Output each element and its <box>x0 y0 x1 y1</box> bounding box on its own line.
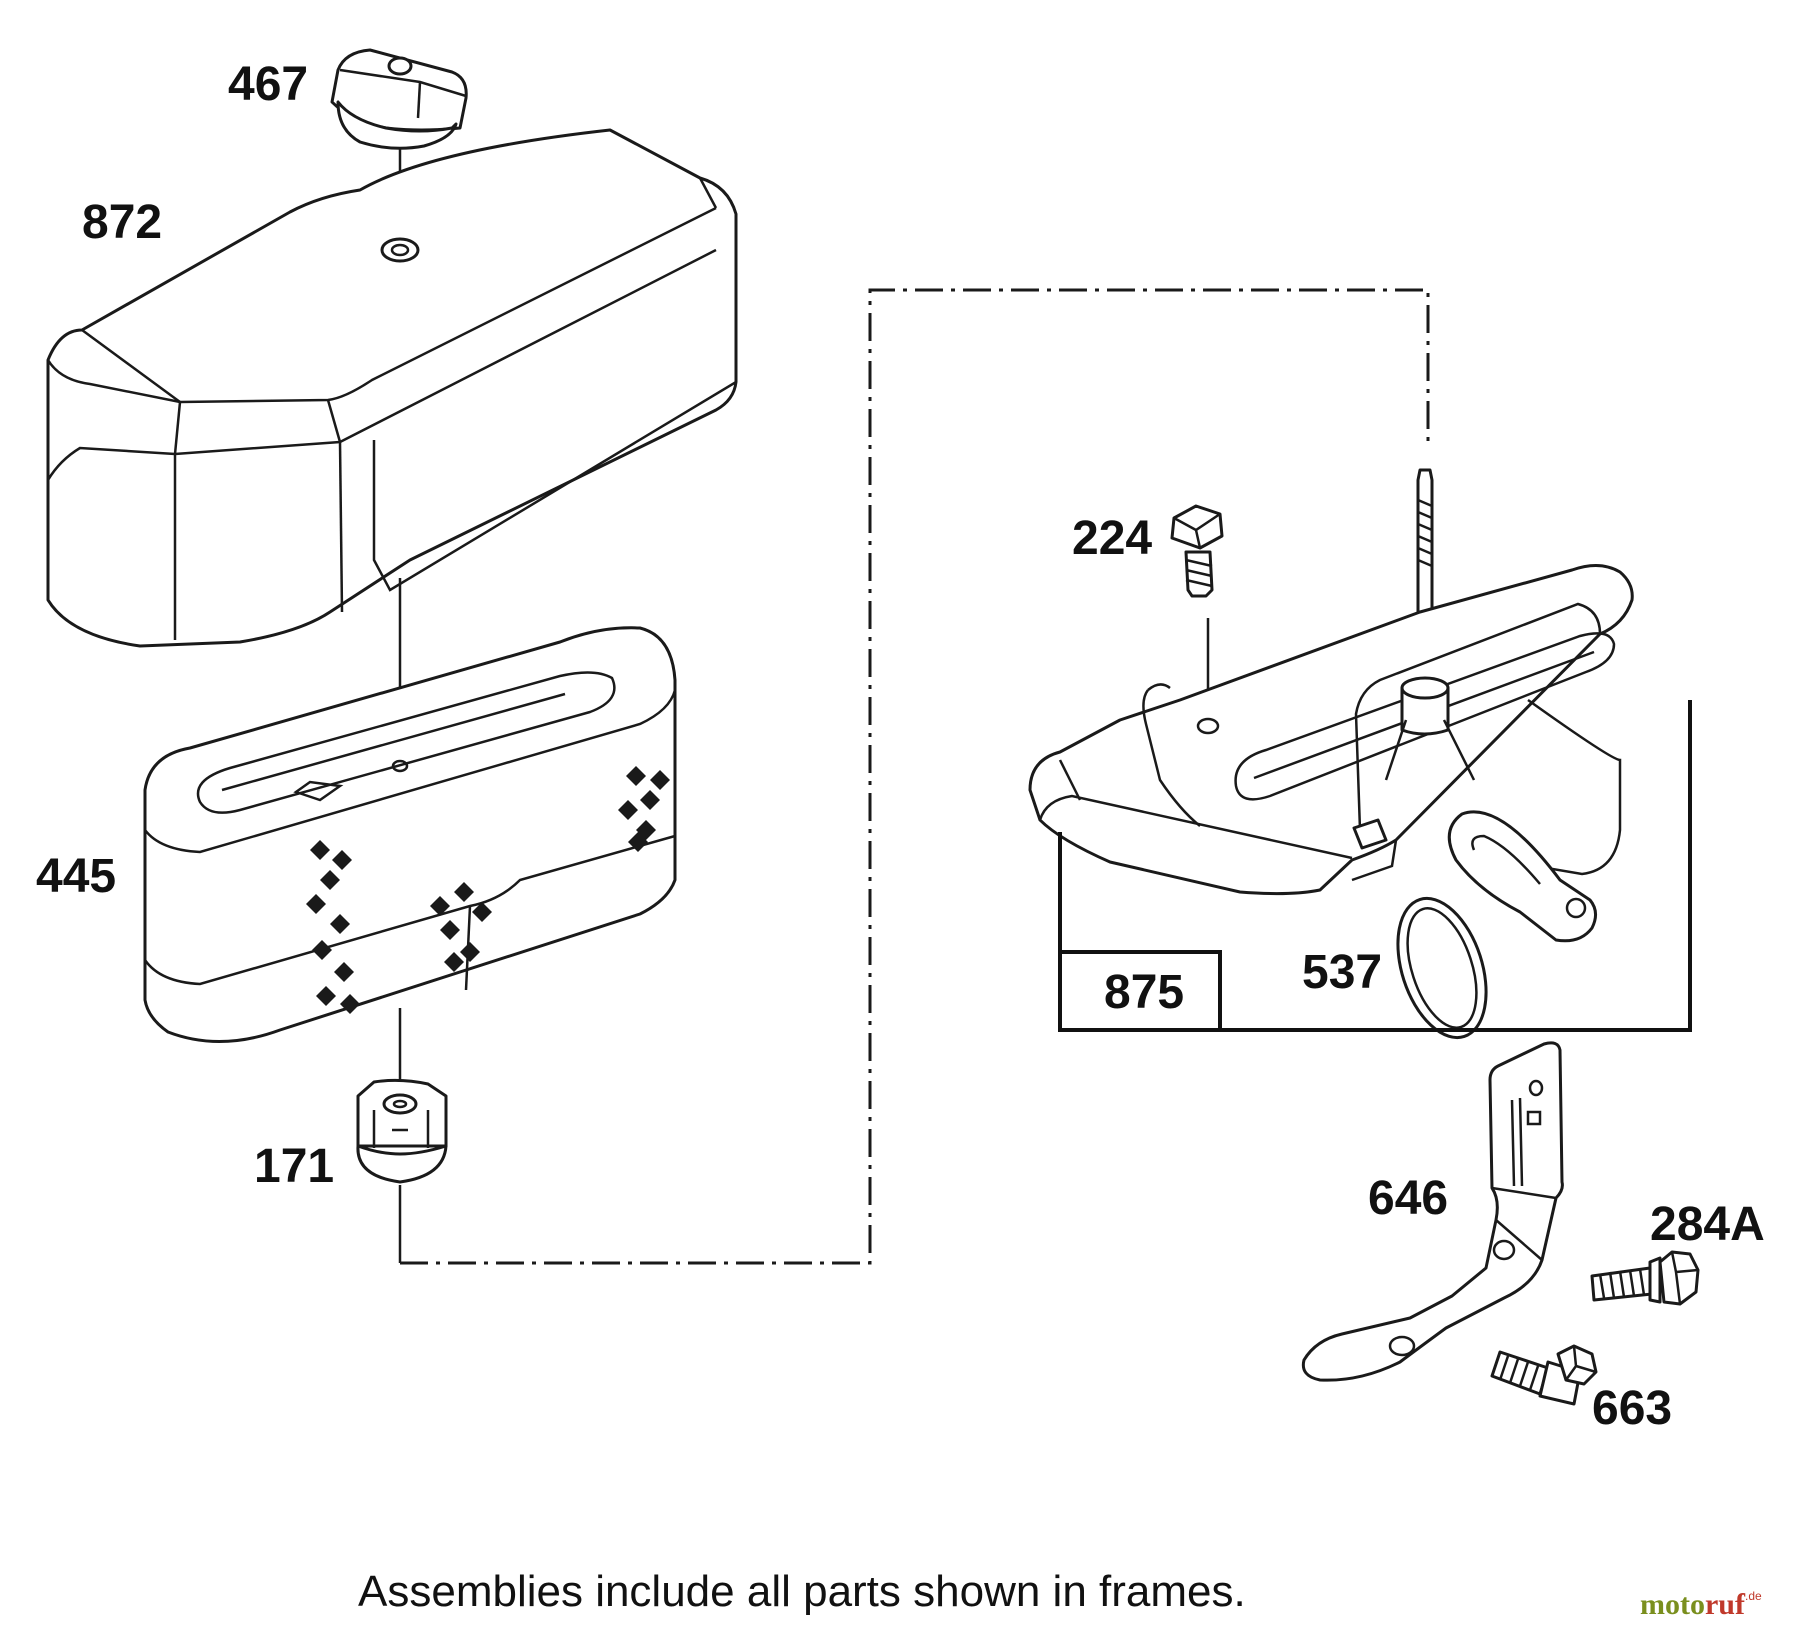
callout-171: 171 <box>254 1140 334 1193</box>
assembly-frame-875 <box>1058 700 1692 1032</box>
watermark-part1: moto <box>1640 1588 1705 1621</box>
callout-445: 445 <box>36 850 116 903</box>
callout-537: 537 <box>1302 946 1382 999</box>
bolt-224-icon <box>1170 504 1224 715</box>
screw-284a-icon <box>1590 1250 1700 1306</box>
filter-445-icon <box>143 626 677 1044</box>
callout-646: 646 <box>1368 1172 1448 1225</box>
grommet-171-icon <box>356 1078 448 1184</box>
dash-dot-connector <box>400 288 1430 1265</box>
callout-875: 875 <box>1104 966 1184 1019</box>
callout-467: 467 <box>228 58 308 111</box>
filter-mesh-pattern <box>306 766 670 1014</box>
footer-caption: Assemblies include all parts shown in fr… <box>358 1567 1246 1616</box>
svg-text:motoruf.de: motoruf.de <box>1640 1588 1762 1621</box>
callout-224: 224 <box>1072 512 1152 565</box>
screw-663-icon <box>1490 1344 1598 1406</box>
callout-872: 872 <box>82 196 162 249</box>
cover-872-icon <box>46 128 738 648</box>
gasket-537-icon <box>1396 896 1488 1040</box>
watermark-suffix: .de <box>1745 1589 1762 1603</box>
callout-284a: 284A <box>1650 1198 1765 1251</box>
watermark-logo: motoruf.de <box>1640 1588 1762 1621</box>
callout-labels: 467 872 445 171 224 875 537 646 284A 663 <box>36 58 1765 1435</box>
knob-467-icon <box>330 48 468 150</box>
watermark-part2: ruf <box>1705 1588 1746 1621</box>
callout-663: 663 <box>1592 1382 1672 1435</box>
base-875-icon <box>1028 468 1634 943</box>
bracket-646-icon <box>1301 1041 1564 1382</box>
